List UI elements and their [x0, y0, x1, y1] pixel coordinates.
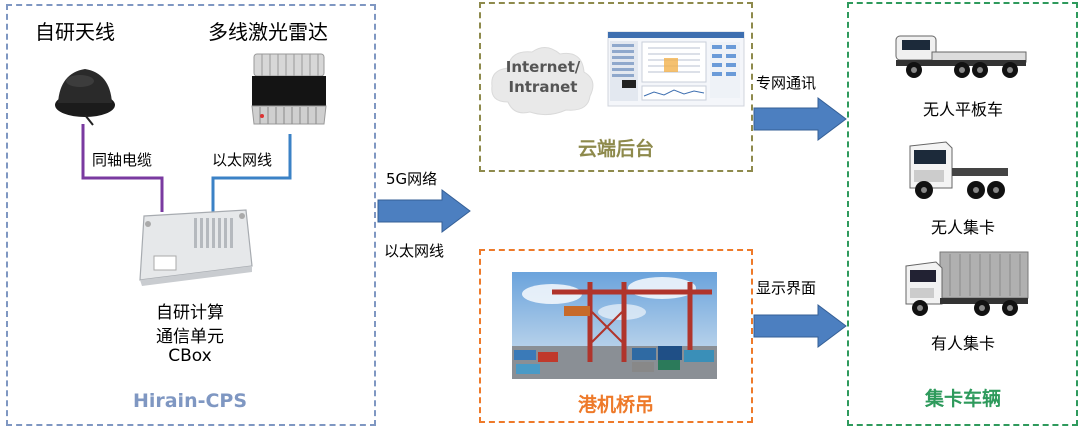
- cloud-box: [479, 2, 753, 172]
- antenna-label: 自研天线: [35, 20, 115, 44]
- network-5g-label: 5G网络: [386, 170, 438, 188]
- hirain-cps-box: [6, 4, 376, 426]
- display-ui-label: 显示界面: [756, 279, 817, 297]
- manned-truck-icon: [905, 251, 1029, 316]
- crane-title: 港机桥吊: [577, 394, 654, 416]
- private-comm-arrow: [753, 97, 847, 141]
- trucks-title: 集卡车辆: [924, 388, 1001, 410]
- crane-box: [479, 249, 753, 423]
- trucks-box: [847, 2, 1078, 426]
- antenna-icon: [55, 69, 115, 126]
- cbox-label-line3: CBox: [168, 346, 212, 366]
- dashboard-screenshot-image: [607, 31, 745, 107]
- unmanned-truck-label: 无人集卡: [930, 218, 995, 237]
- private-comm-label: 专网通讯: [756, 74, 817, 92]
- cloud-bubble: [491, 47, 594, 116]
- ethernet-label: 以太网线: [212, 151, 273, 169]
- flatbed-vehicle-icon: [895, 35, 1027, 78]
- lidar-icon: [251, 53, 327, 125]
- cbox-label-line2: 通信单元: [156, 327, 224, 347]
- cloud-bubble-line2: Intranet: [508, 78, 578, 96]
- cbox-label-line1: 自研计算: [156, 303, 224, 323]
- unmanned-truck-icon: [909, 141, 1008, 199]
- hirain-cps-title: Hirain-CPS: [132, 390, 248, 412]
- coax-label: 同轴电缆: [92, 151, 153, 169]
- display-ui-arrow: [753, 304, 847, 348]
- network-arrow: [377, 189, 471, 233]
- ethernet-link-label: 以太网线: [384, 242, 445, 260]
- cloud-title: 云端后台: [577, 138, 654, 160]
- lidar-label: 多线激光雷达: [208, 20, 328, 44]
- cloud-bubble-line1: Internet/: [505, 58, 581, 76]
- cbox-device-icon: [139, 209, 253, 286]
- port-crane-photo: [512, 272, 717, 379]
- manned-truck-label: 有人集卡: [930, 334, 995, 353]
- flatbed-label: 无人平板车: [922, 100, 1003, 119]
